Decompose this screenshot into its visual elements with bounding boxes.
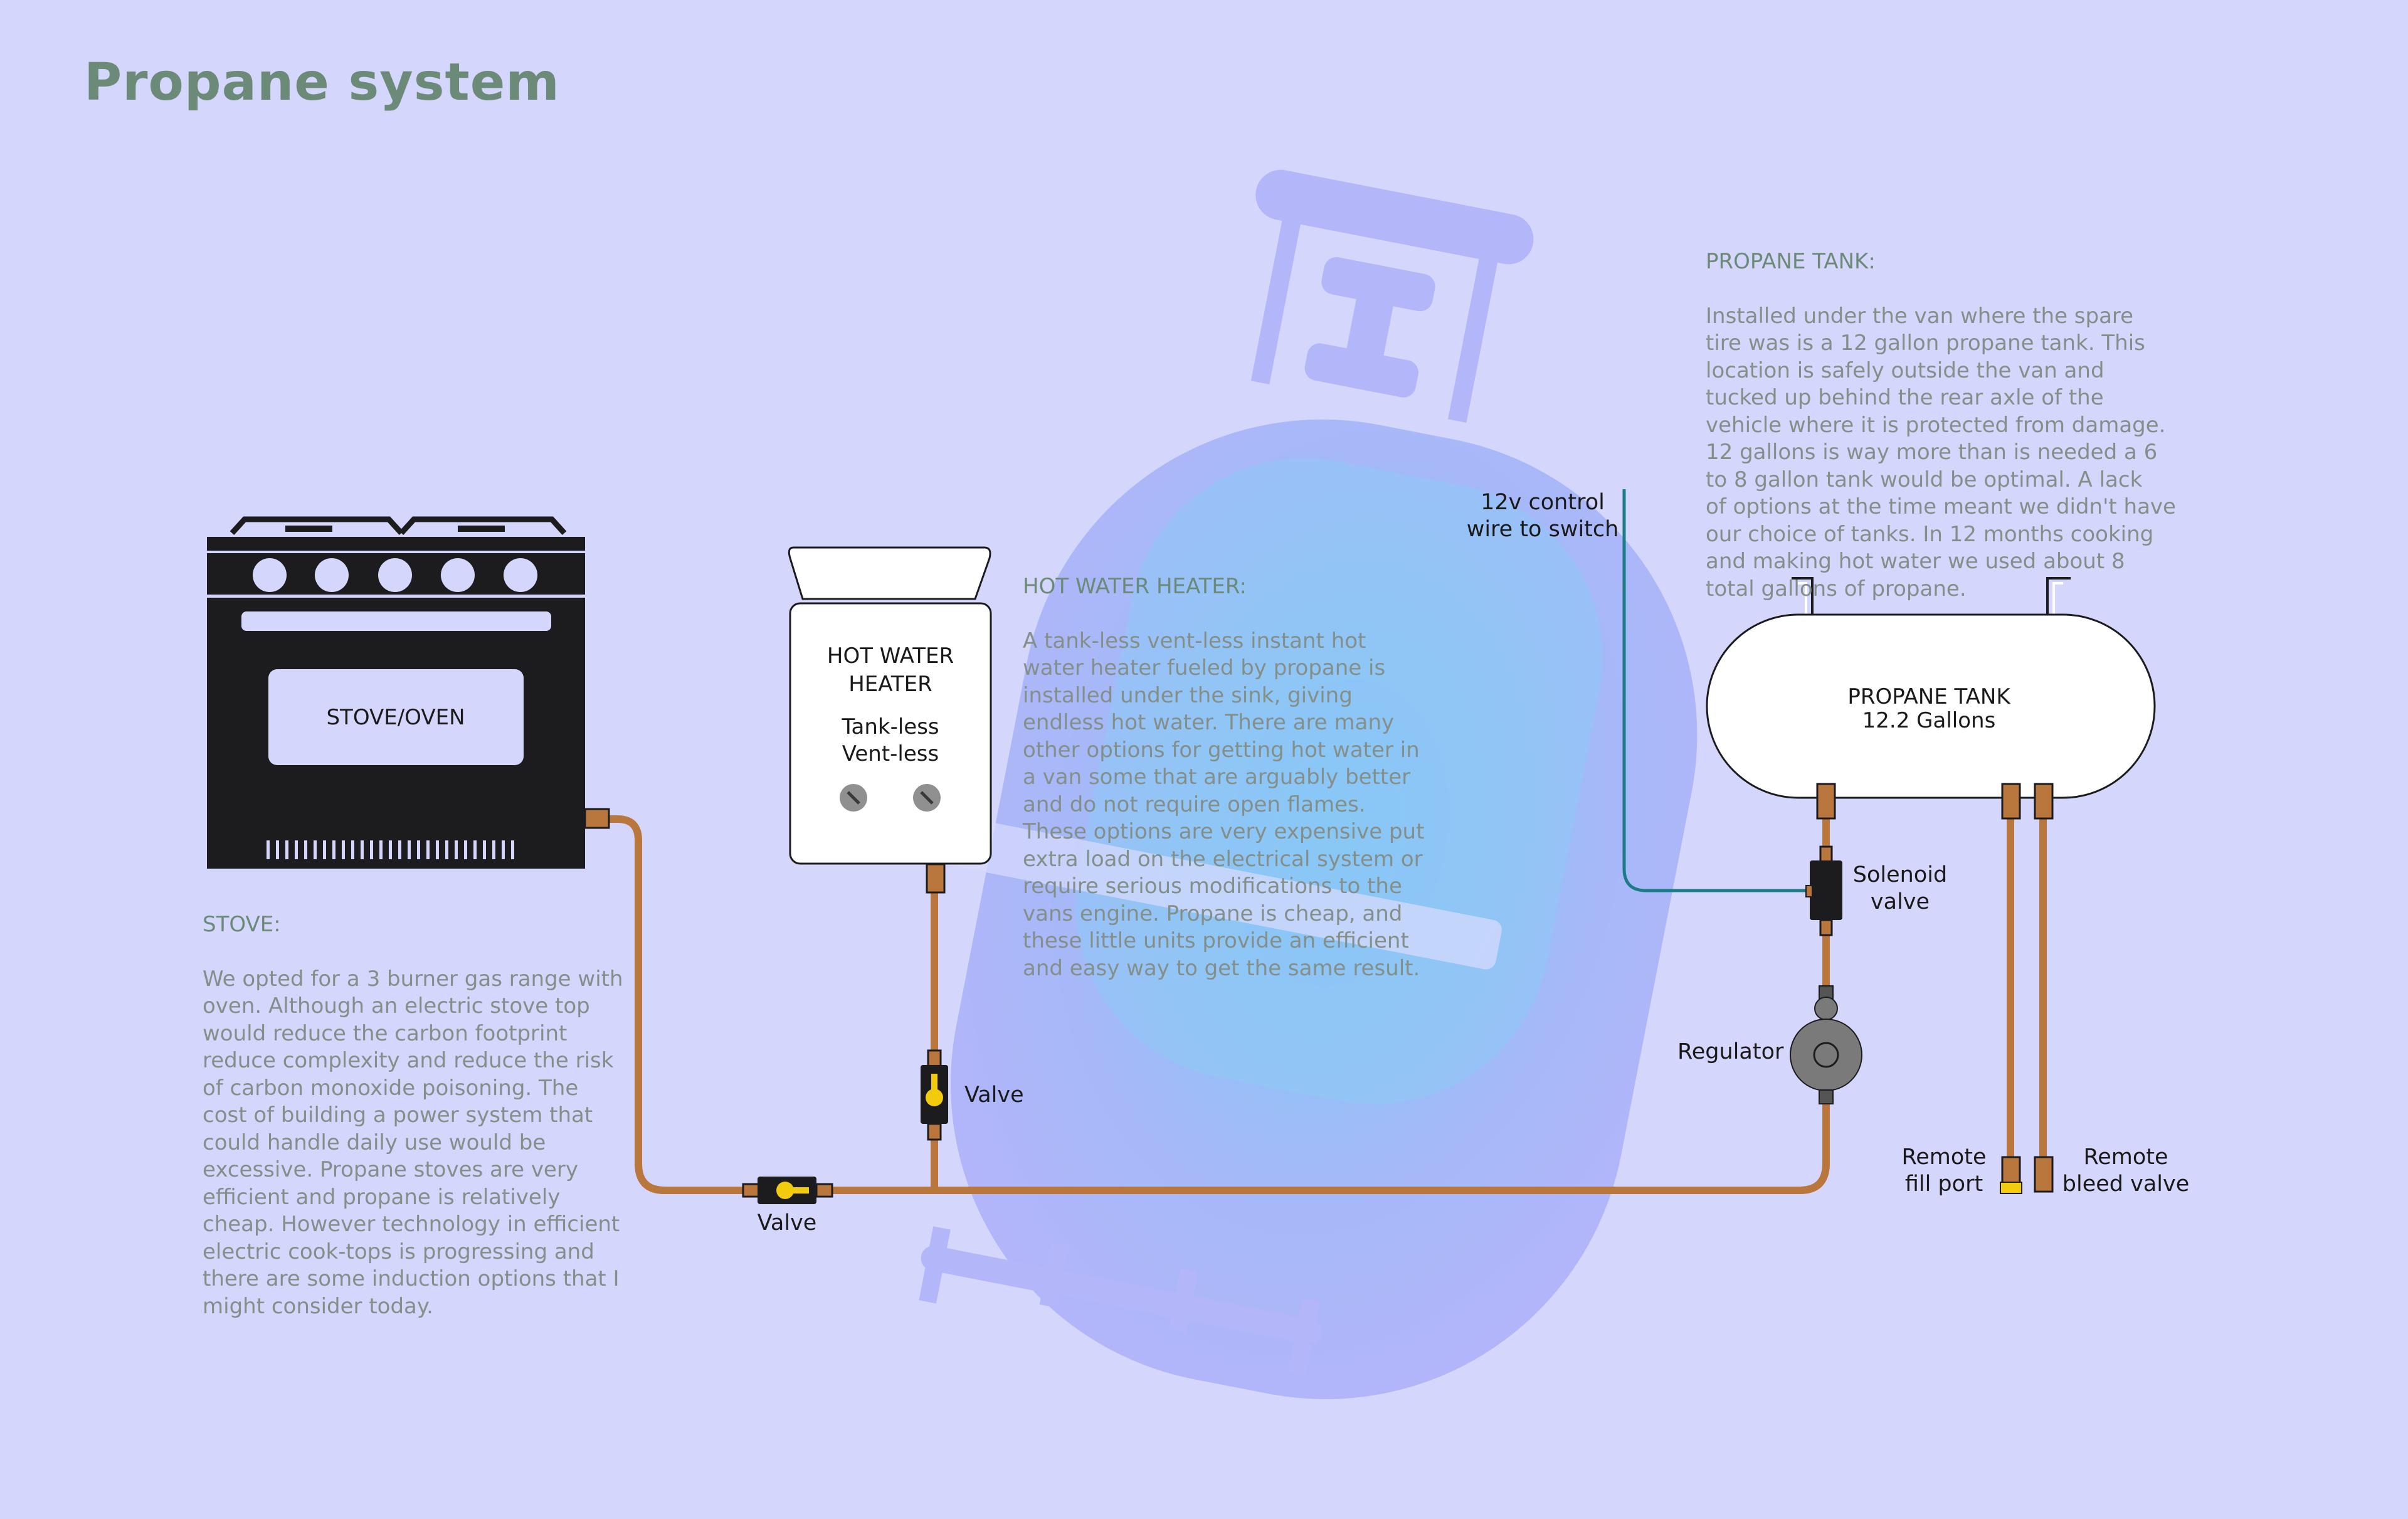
hot-water-heater: HOT WATER HEATER Tank-less Vent-less — [788, 546, 992, 894]
solenoid-label: Solenoid valve — [1852, 862, 1948, 914]
oven-vent-slot — [445, 840, 448, 859]
stove-note: STOVE: We opted for a 3 burner gas range… — [203, 884, 623, 1320]
oven-vent-slot — [483, 840, 486, 859]
oven-vent-slot — [389, 840, 392, 859]
oven-vent-slot — [370, 840, 373, 859]
oven-vent-slot — [379, 840, 383, 859]
stove-label: STOVE/OVEN — [326, 705, 465, 730]
oven-vent-slot — [408, 840, 411, 859]
stove-note-heading: STOVE: — [203, 911, 281, 937]
regulator[interactable] — [1790, 985, 1862, 1104]
heater-note-body: A tank-less vent-less instant hot water … — [1023, 628, 1425, 981]
heater-knob-icon — [840, 784, 867, 812]
tank-label: PROPANE TANK — [1847, 684, 2011, 709]
oven-vent-slot — [295, 840, 298, 859]
control-wire — [1622, 489, 1812, 892]
regulator-label: Regulator — [1677, 1039, 1784, 1064]
oven-vent-slot — [351, 840, 354, 859]
heater-note-heading: HOT WATER HEATER: — [1023, 573, 1247, 599]
oven-vent-slot — [455, 840, 458, 859]
remote-bleed-valve[interactable] — [2034, 1156, 2054, 1193]
heater-label-2: HEATER — [848, 672, 932, 697]
control-wire-label: 12v control wire to switch — [1466, 490, 1619, 542]
oven-vent-slot — [398, 840, 401, 859]
oven-vent-slot — [361, 840, 364, 859]
tank-capacity-label: 12.2 Gallons — [1862, 708, 1996, 733]
heater-sub-label-2: Vent-less — [842, 741, 939, 766]
tank-note-heading: PROPANE TANK: — [1706, 248, 1876, 274]
oven-vent-slot — [285, 840, 288, 859]
oven-vent-slot — [267, 840, 270, 859]
propane-cylinder-icon — [917, 169, 1698, 1399]
remote-fill-port[interactable] — [2000, 1156, 2022, 1194]
oven-vent-slot — [436, 840, 439, 859]
oven-vent-slot — [464, 840, 467, 859]
heater-note: HOT WATER HEATER: A tank-less vent-less … — [1023, 546, 1424, 982]
fill-port-label: Remote fill port — [1901, 1145, 1987, 1197]
tank-note-body: Installed under the van where the spare … — [1706, 303, 2176, 601]
heater-knob-icon — [913, 784, 941, 812]
tank-note: PROPANE TANK: Installed under the van wh… — [1706, 221, 2176, 603]
main-valve[interactable] — [742, 1177, 833, 1204]
oven-vent-slot — [426, 840, 430, 859]
page-title: Propane system — [84, 53, 560, 112]
oven-vent-slot — [511, 840, 514, 859]
heater-sub-label: Tank-less — [841, 714, 939, 739]
oven-vent-slot — [473, 840, 477, 859]
main-valve-label: Valve — [757, 1210, 817, 1236]
oven-vent-slot — [502, 840, 505, 859]
bleed-valve-label: Remote bleed valve — [2062, 1145, 2190, 1197]
oven-vent-slot — [304, 840, 307, 859]
heater-label: HOT WATER — [827, 643, 954, 669]
oven-vent-slot — [323, 840, 326, 859]
heater-valve[interactable] — [921, 1049, 948, 1141]
oven-vent-slot — [314, 840, 317, 859]
stove-oven: STOVE/OVEN — [207, 516, 610, 869]
solenoid-valve[interactable] — [1805, 845, 1842, 936]
oven-vent-slot — [492, 840, 495, 859]
heater-valve-label: Valve — [964, 1082, 1024, 1108]
oven-vent-slot — [276, 840, 279, 859]
stove-note-body: We opted for a 3 burner gas range with o… — [203, 966, 623, 1319]
oven-vent-slot — [417, 840, 420, 859]
oven-vent-slot — [342, 840, 345, 859]
propane-tank: PROPANE TANK 12.2 Gallons — [1706, 577, 2156, 820]
oven-vent-slot — [332, 840, 335, 859]
